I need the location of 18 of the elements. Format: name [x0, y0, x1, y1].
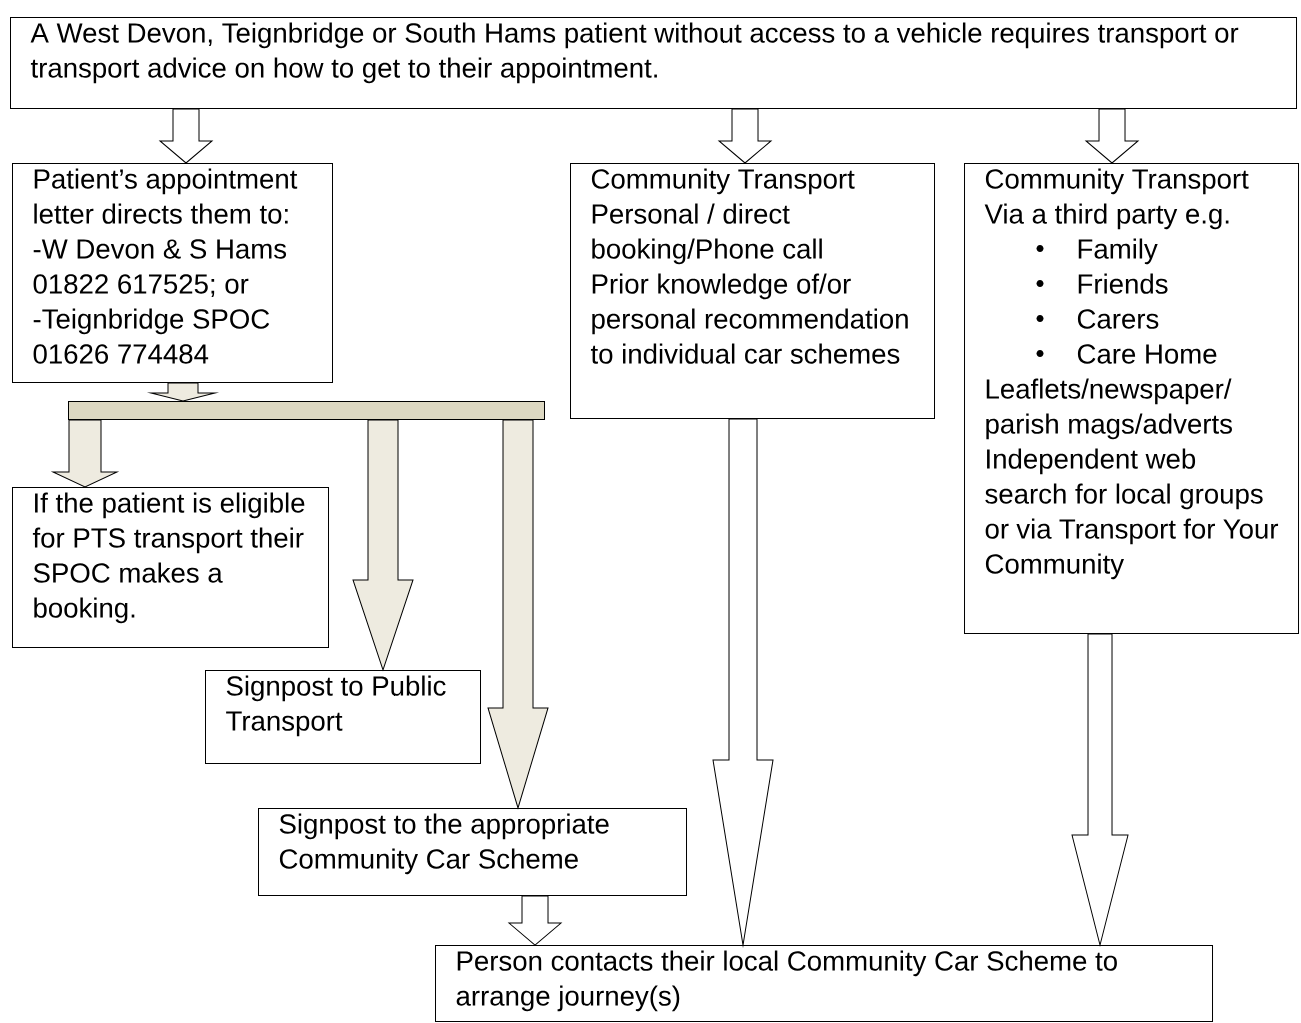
- process-box: If the patient is eligible for PTS transport their SPOC makes a booking.: [12, 487, 329, 648]
- block-arrow: [1085, 108, 1139, 164]
- block-arrow: [718, 108, 772, 164]
- process-box: Community Transport Via a third party e.g. Family Friends Carers Care Home Leaflets/newspaper/ parish mags/adverts Independent web search for local groups or via Transport for Your Community: [964, 163, 1299, 634]
- process-box: Signpost to the appropriate Community Car Scheme: [258, 808, 687, 896]
- block-arrow: [508, 895, 562, 946]
- process-box: Patient’s appointment letter directs them to: -W Devon & S Hams 01822 617525; or -Teignbridge SPOC 01626 774484: [12, 163, 333, 383]
- process-box: Signpost to Public Transport: [205, 670, 481, 764]
- block-arrow: [352, 419, 414, 671]
- process-box: Person contacts their local Community Car Scheme to arrange journey(s): [435, 945, 1213, 1022]
- block-arrow: [159, 108, 213, 164]
- distribution-bar: [68, 401, 545, 420]
- process-box: Community Transport Personal / direct booking/Phone call Prior knowledge of/or personal recommendation to individual car schemes: [570, 163, 935, 419]
- block-arrow: [52, 419, 118, 488]
- block-arrow: [712, 418, 774, 946]
- block-arrow: [1071, 633, 1129, 946]
- block-arrow: [487, 419, 549, 809]
- process-box: A West Devon, Teignbridge or South Hams patient without access to a vehicle requires transport or transport advice on how to get to their appointment.: [10, 17, 1297, 109]
